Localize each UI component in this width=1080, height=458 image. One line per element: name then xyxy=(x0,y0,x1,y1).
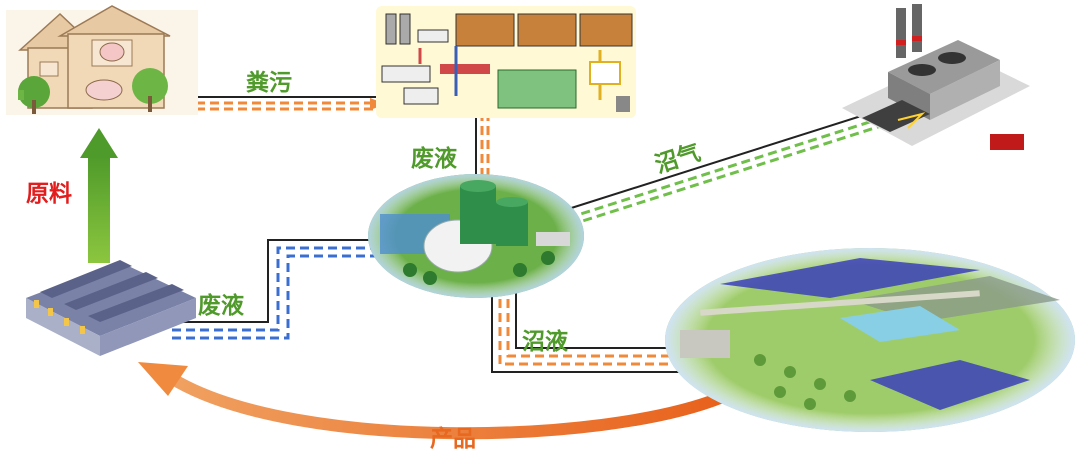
factory-wastewater-line xyxy=(172,239,380,340)
manure-label: 粪污 xyxy=(246,70,292,96)
biogas-slurry-label: 沼液 xyxy=(522,329,568,355)
manure-flow-line xyxy=(196,96,386,111)
product-label: 产品 xyxy=(430,426,476,452)
biogas-flow-line xyxy=(564,109,885,227)
pig-farm-image xyxy=(6,5,198,115)
farmland-image xyxy=(665,248,1075,432)
biogas-digester-image xyxy=(368,174,584,298)
power-plant-image xyxy=(842,4,1030,150)
wastewater-label-top: 废液 xyxy=(411,146,457,172)
treatment-plant-image xyxy=(376,6,636,118)
product-arrow xyxy=(138,362,726,440)
factory-image xyxy=(26,260,196,356)
raw-material-label: 原料 xyxy=(26,181,72,207)
wastewater-label-factory: 废液 xyxy=(198,293,244,319)
raw-material-arrow xyxy=(80,128,118,263)
slurry-flow-line xyxy=(491,285,690,373)
